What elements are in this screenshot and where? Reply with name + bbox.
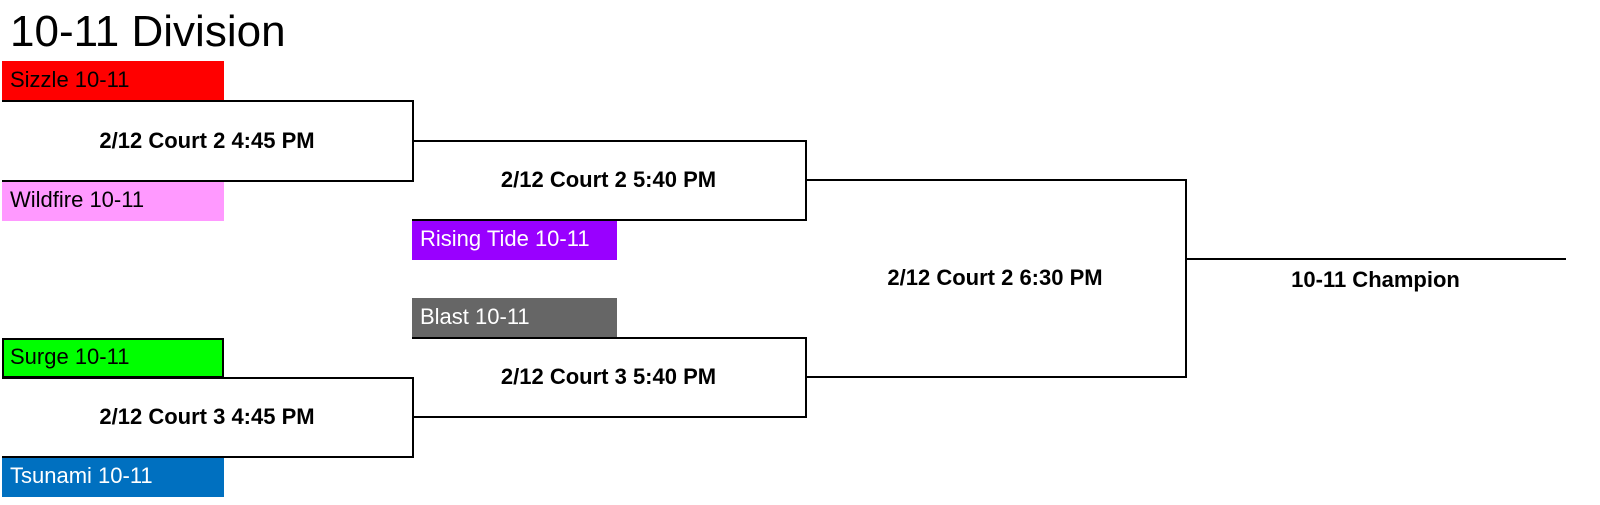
team-slot-tsunami: Tsunami 10-11 xyxy=(2,457,224,497)
champion-line xyxy=(1185,258,1566,260)
bracket-line xyxy=(2,456,414,458)
team-slot-blast: Blast 10-11 xyxy=(412,298,617,338)
bracket-line xyxy=(805,179,1187,181)
bracket-line xyxy=(805,376,1187,378)
game-label-r1-top: 2/12 Court 2 4:45 PM xyxy=(99,128,315,153)
bracket-line xyxy=(412,337,807,339)
game-label-r2-bottom: 2/12 Court 3 5:40 PM xyxy=(500,364,717,389)
game-label-final: 2/12 Court 2 6:30 PM xyxy=(887,265,1103,290)
bracket-line xyxy=(2,100,414,102)
game-label-r1-bottom: 2/12 Court 3 4:45 PM xyxy=(99,404,315,429)
bracket-line xyxy=(412,140,807,142)
team-slot-wildfire: Wildfire 10-11 xyxy=(2,181,224,221)
bracket-line xyxy=(2,377,414,379)
champion-label: 10-11 Champion xyxy=(1291,267,1460,292)
team-slot-surge: Surge 10-11 xyxy=(2,338,224,378)
division-title: 10-11 Division xyxy=(10,7,286,56)
bracket-line xyxy=(2,180,414,182)
team-slot-rising-tide: Rising Tide 10-11 xyxy=(412,220,617,260)
bracket-line xyxy=(412,219,807,221)
bracket-line xyxy=(1185,179,1187,378)
team-slot-sizzle: Sizzle 10-11 xyxy=(2,61,224,101)
bracket-line xyxy=(412,416,807,418)
game-label-r2-top: 2/12 Court 2 5:40 PM xyxy=(500,167,717,192)
